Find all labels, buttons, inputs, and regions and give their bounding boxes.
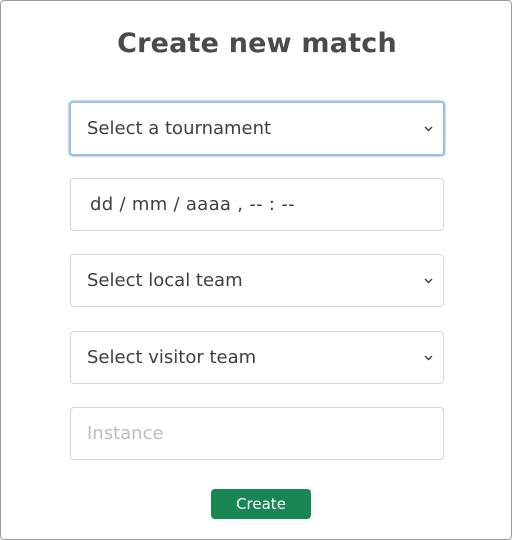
chevron-down-icon — [423, 353, 433, 363]
visitor-team-select[interactable]: Select visitor team — [70, 331, 444, 384]
local-team-select[interactable]: Select local team — [70, 254, 444, 307]
tournament-select[interactable]: Select a tournament — [69, 101, 445, 156]
chevron-down-icon — [423, 124, 433, 134]
local-team-select-value: Select local team — [87, 270, 243, 291]
instance-input-placeholder: Instance — [87, 423, 164, 444]
instance-input[interactable]: Instance — [70, 407, 444, 460]
datetime-input[interactable]: dd / mm / aaaa , -- : -- — [70, 178, 444, 231]
page-title: Create new match — [117, 28, 397, 59]
tournament-select-value: Select a tournament — [87, 118, 272, 139]
chevron-down-icon — [423, 276, 433, 286]
create-button[interactable]: Create — [211, 489, 311, 519]
datetime-input-value: dd / mm / aaaa , -- : -- — [90, 194, 295, 215]
visitor-team-select-value: Select visitor team — [87, 347, 257, 368]
